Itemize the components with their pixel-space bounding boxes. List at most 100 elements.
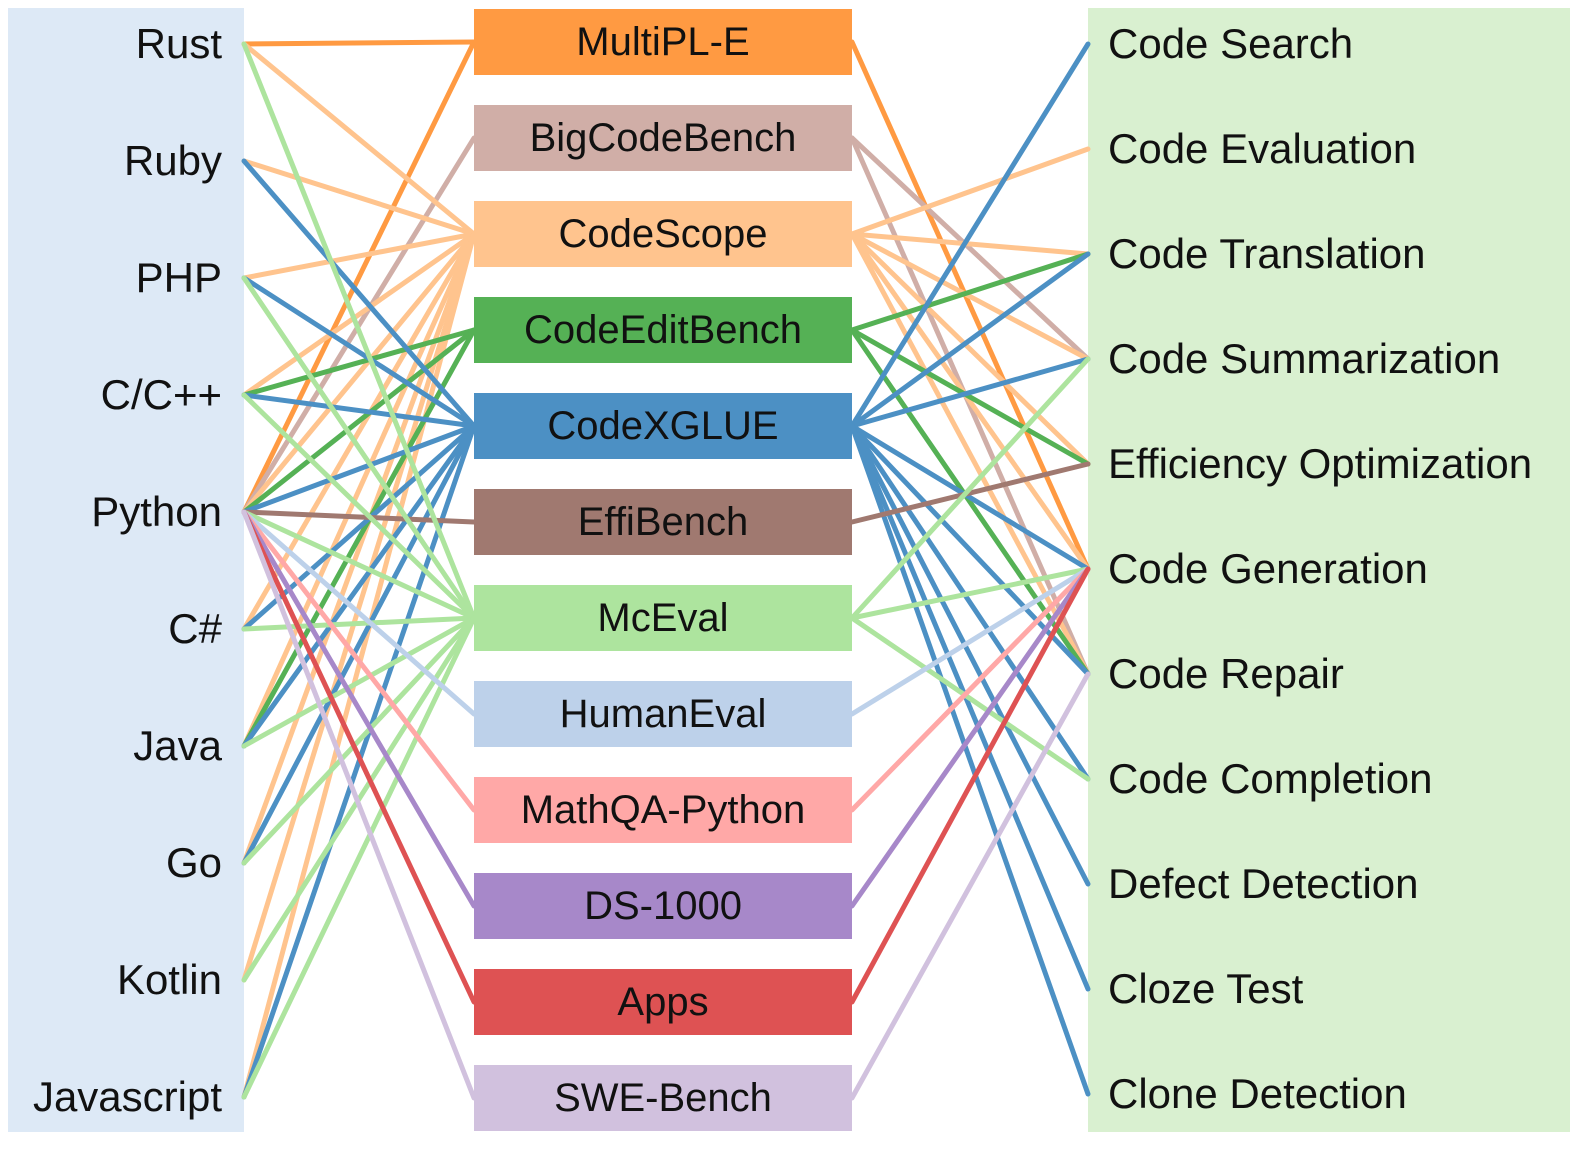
edge-codexglue-to-code-repair — [849, 423, 1091, 677]
edge-rust-to-codescope — [241, 41, 477, 237]
benchmark-box-codescope: CodeScope — [474, 201, 852, 267]
benchmark-box-ds-1000: DS-1000 — [474, 873, 852, 939]
edge-python-to-mathqa-python — [241, 509, 477, 813]
edge-python-to-codexglue — [241, 423, 477, 515]
benchmark-label: DS-1000 — [584, 883, 742, 928]
language-label-cpp: C/C++ — [100, 371, 222, 418]
task-label-code-summarization: Code Summarization — [1108, 335, 1501, 382]
edge-python-to-codescope — [241, 231, 477, 515]
benchmark-label: MathQA-Python — [520, 787, 806, 832]
edge-multipl-e-to-code-generation — [849, 39, 1091, 572]
benchmark-label: CodeEditBench — [524, 307, 802, 352]
benchmark-label: Apps — [617, 979, 709, 1024]
benchmark-label: MultiPL-E — [576, 19, 750, 64]
edge-ruby-to-codescope — [241, 158, 477, 237]
edge-kotlin-to-codescope — [241, 231, 477, 983]
edge-apps-to-code-generation — [849, 566, 1091, 1005]
edge-codexglue-to-cloze-test — [849, 423, 1091, 992]
language-label-kotlin: Kotlin — [116, 956, 222, 1003]
benchmark-label: CodeXGLUE — [547, 403, 779, 448]
edge-codexglue-to-clone-detection — [849, 423, 1091, 1097]
benchmark-label: McEval — [597, 595, 729, 640]
edge-python-to-humaneval — [241, 509, 477, 717]
edge-codescope-to-code-evaluation — [849, 146, 1091, 237]
edge-effibench-to-efficiency-optimization — [849, 461, 1091, 525]
benchmark-label: HumanEval — [559, 691, 767, 736]
edge-codeeditbench-to-code-repair — [849, 327, 1091, 677]
edge-codexglue-to-code-generation — [849, 423, 1091, 572]
edge-codexglue-to-code-summarization — [849, 356, 1091, 429]
edge-cpp-to-codescope — [241, 231, 477, 398]
task-label-clone-detection: Clone Detection — [1108, 1070, 1407, 1117]
language-label-python: Python — [91, 488, 222, 535]
edge-mceval-to-code-completion — [849, 615, 1091, 782]
edge-humaneval-to-code-generation — [849, 566, 1091, 717]
edge-java-to-mceval — [241, 615, 477, 749]
benchmark-box-bigcodebench: BigCodeBench — [474, 105, 852, 171]
edge-csharp-to-mceval — [241, 615, 477, 632]
task-label-code-search: Code Search — [1108, 20, 1354, 67]
edge-mathqa-python-to-code-generation — [849, 566, 1091, 813]
benchmark-box-swe-bench: SWE-Bench — [474, 1065, 852, 1131]
edge-codexglue-to-code-translation — [849, 251, 1091, 429]
edge-javascript-to-codescope — [241, 231, 477, 1100]
task-label-code-translation: Code Translation — [1108, 230, 1426, 277]
language-label-csharp: C# — [168, 605, 222, 652]
edge-ds-1000-to-code-generation — [849, 566, 1091, 909]
edge-codexglue-to-code-completion — [849, 423, 1091, 782]
edge-rust-to-multipl-e — [241, 39, 477, 47]
edge-java-to-codescope — [241, 231, 477, 749]
task-label-code-evaluation: Code Evaluation — [1108, 125, 1417, 172]
edge-codescope-to-efficiency-optimization — [849, 231, 1091, 467]
edge-swe-bench-to-code-repair — [849, 671, 1091, 1101]
edge-codescope-to-code-summarization — [849, 231, 1091, 362]
edge-codexglue-to-defect-detection — [849, 423, 1091, 887]
edge-codescope-to-code-translation — [849, 231, 1091, 257]
benchmark-box-multipl-e: MultiPL-E — [474, 9, 852, 75]
edge-ruby-to-codexglue — [241, 158, 477, 429]
benchmark-box-humaneval: HumanEval — [474, 681, 852, 747]
edge-php-to-mceval — [241, 275, 477, 621]
language-label-go: Go — [165, 839, 222, 886]
language-label-java: Java — [133, 722, 222, 769]
edge-go-to-mceval — [241, 615, 477, 866]
edge-codescope-to-code-generation — [849, 231, 1091, 572]
task-label-efficiency-optimization: Efficiency Optimization — [1108, 440, 1533, 487]
edge-python-to-apps — [241, 509, 477, 1005]
benchmark-box-codexglue: CodeXGLUE — [474, 393, 852, 459]
language-label-ruby: Ruby — [123, 137, 222, 184]
benchmark-box-mathqa-python: MathQA-Python — [474, 777, 852, 843]
task-label-code-completion: Code Completion — [1108, 755, 1433, 802]
edge-codescope-to-code-repair — [849, 231, 1091, 677]
languages-panel — [8, 8, 244, 1132]
edge-bigcodebench-to-code-summarization — [849, 135, 1091, 362]
task-label-code-repair: Code Repair — [1108, 650, 1344, 697]
benchmark-label: SWE-Bench — [554, 1075, 772, 1120]
edge-codeeditbench-to-code-translation — [849, 251, 1091, 333]
benchmark-label: EffiBench — [577, 499, 749, 544]
edge-javascript-to-mceval — [241, 615, 477, 1100]
benchmark-box-effibench: EffiBench — [474, 489, 852, 555]
benchmark-label: BigCodeBench — [529, 115, 797, 160]
tasks-panel — [1088, 8, 1570, 1132]
edge-python-to-mceval — [241, 509, 477, 621]
edge-rust-to-mceval — [241, 41, 477, 621]
edge-cpp-to-codeeditbench — [241, 327, 477, 398]
benchmark-box-apps: Apps — [474, 969, 852, 1035]
edge-python-to-codeeditbench — [241, 327, 477, 515]
edge-go-to-codexglue — [241, 423, 477, 866]
edge-php-to-codexglue — [241, 275, 477, 429]
edge-mceval-to-code-summarization — [849, 356, 1091, 621]
edge-mceval-to-code-generation — [849, 566, 1091, 621]
task-label-defect-detection: Defect Detection — [1108, 860, 1419, 907]
edge-java-to-codexglue — [241, 423, 477, 749]
benchmark-label: CodeScope — [558, 211, 768, 256]
edge-python-to-ds-1000 — [241, 509, 477, 909]
edge-codeeditbench-to-efficiency-optimization — [849, 327, 1091, 467]
edge-codexglue-to-code-search — [849, 41, 1091, 429]
task-label-cloze-test: Cloze Test — [1108, 965, 1304, 1012]
task-label-code-generation: Code Generation — [1108, 545, 1428, 592]
language-label-php: PHP — [135, 254, 222, 301]
